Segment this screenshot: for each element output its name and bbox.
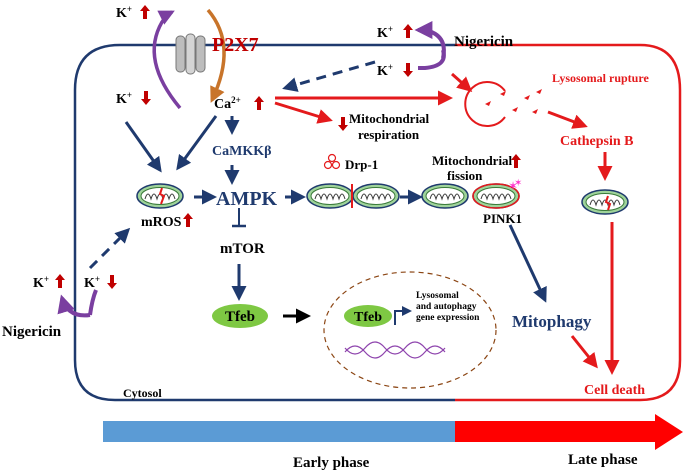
camkkb-label: CaMKKβ: [212, 144, 271, 159]
k-out-up-arrow-icon: [403, 24, 413, 38]
arrow-ca-to-mros: [176, 115, 218, 171]
cell-membrane-right: [455, 43, 682, 402]
mito-fission-label-1: Mitochondrial: [432, 153, 513, 168]
arrow-nigericin-to-lysosome: [451, 72, 473, 92]
early-phase-label: Early phase: [293, 455, 370, 471]
svg-text:✶: ✶: [508, 179, 518, 193]
cell-death-label: Cell death: [584, 383, 645, 398]
pink1-label: PINK1: [483, 211, 522, 226]
respiration-down-arrow-icon: [338, 117, 348, 131]
tfeb-nucleus: [344, 305, 392, 327]
nigericin-left-arrow-2: [88, 289, 98, 316]
phase-bar-late: [455, 414, 683, 450]
mitophagy-label: Mitophagy: [512, 312, 592, 331]
mito-mros-icon: [136, 183, 184, 209]
gene-expression-label-3: gene expression: [416, 313, 480, 323]
nigericin-top-label: Nigericin: [454, 34, 514, 50]
k-top-left-in-label: K+: [116, 90, 132, 107]
arrow-rupture-to-cathepsin: [547, 110, 588, 129]
arrow-pink1-to-mitophagy: [508, 224, 547, 303]
k-efflux-arrow-p2x7: [152, 10, 182, 110]
tfeb-cytosol: [212, 304, 268, 328]
k-influx-arrow-p2x7: [206, 8, 226, 103]
k-left-out-label: K+: [33, 274, 49, 291]
nigericin-top-arrow-2: [418, 49, 446, 70]
tfeb-cytosol-label: Tfeb: [225, 309, 255, 325]
arrow-ca-to-respiration: [274, 101, 333, 124]
mito-respiration-label-2: respiration: [358, 127, 420, 142]
ca-label: Ca2+: [214, 95, 241, 112]
mito-drp1-left-icon: [306, 183, 354, 209]
k-in-down-arrow-icon: [403, 63, 413, 77]
nigericin-left-label: Nigericin: [2, 324, 62, 340]
arrow-k-to-mros: [124, 121, 162, 173]
cathepsin-b-label: Cathepsin B: [560, 134, 634, 149]
gene-expression-label-2: and autophagy: [416, 302, 477, 312]
mito-drp1-right-icon: [352, 183, 400, 209]
gene-expression-label-1: Lysosomal: [416, 291, 459, 301]
mito-fission-icon: [421, 183, 469, 209]
k-up-arrow-icon: [140, 5, 150, 19]
mito-fission-label-2: fission: [447, 168, 483, 183]
tfeb-nucleus-label: Tfeb: [354, 310, 382, 325]
ca-up-arrow-icon: [254, 96, 264, 110]
late-phase-label: Late phase: [568, 452, 638, 468]
k-left-down-arrow-icon: [107, 275, 117, 289]
dna-strand-icon: [344, 341, 446, 359]
p2x7-label: P2X7: [212, 34, 259, 56]
arrow-mitophagy-to-death: [570, 335, 598, 369]
mtor-label: mTOR: [220, 241, 265, 257]
phase-bar-early: [103, 421, 455, 442]
mito-damage-mark: [158, 187, 166, 205]
k-left-up-arrow-icon: [55, 274, 65, 288]
k-top-right-out-label: K+: [377, 24, 393, 41]
fission-up-arrow-icon: [511, 154, 521, 168]
mros-label: mROS: [141, 215, 182, 230]
mito-respiration-label-1: Mitochondrial: [349, 111, 430, 126]
mros-up-arrow-icon: [183, 213, 193, 227]
nigericin-left-arrow: [57, 294, 91, 318]
cytosol-label: Cytosol: [123, 386, 162, 400]
p2x7-channel-icon: [175, 33, 206, 75]
drp1-label: Drp-1: [345, 157, 378, 172]
nucleus: [323, 271, 497, 389]
k-top-right-in-label: K+: [377, 62, 393, 79]
lysosomal-rupture-label: Lysosomal rupture: [552, 71, 649, 85]
pink1-marker-icon: ✶ ✶: [472, 178, 522, 209]
dashed-arrow-nigericin-to-mros: [88, 227, 131, 270]
cell-membrane-left: [73, 43, 455, 402]
ampk-label: AMPK: [216, 188, 278, 210]
lysosome-rupture-icon: [464, 81, 542, 127]
dashed-arrow-nigericin-to-ca: [282, 60, 376, 92]
svg-text:✶: ✶: [514, 178, 522, 189]
drp1-icon: [323, 153, 341, 170]
k-left-in-label: K+: [84, 274, 100, 291]
k-top-left-out-label: K+: [116, 4, 132, 21]
k-down-arrow-icon: [141, 91, 151, 105]
gene-expression-arrow: [394, 306, 412, 325]
